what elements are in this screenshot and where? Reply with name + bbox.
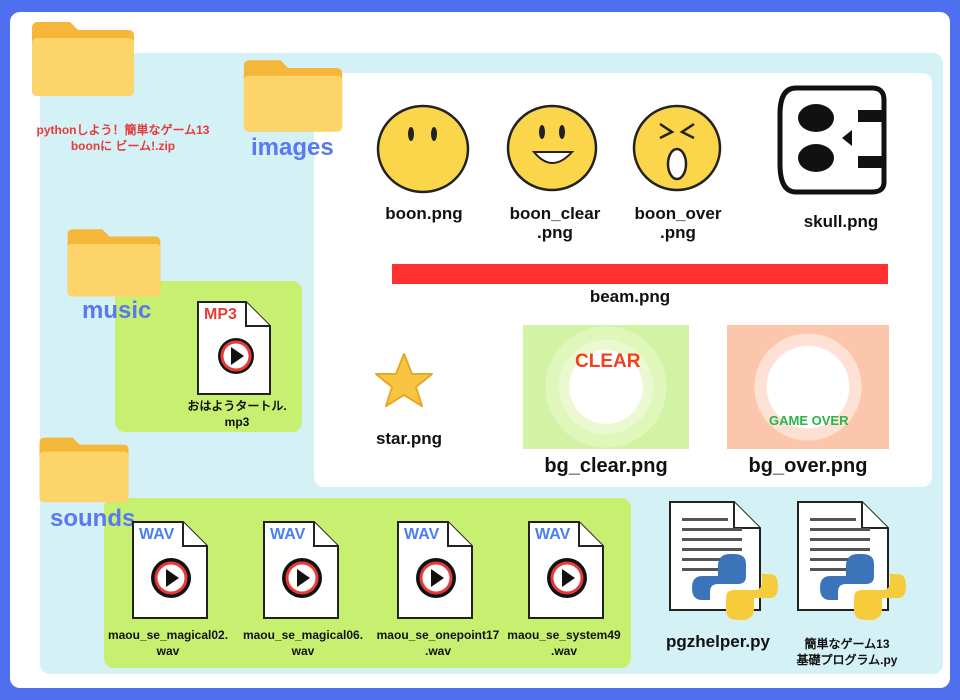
python-filename[interactable]: pgzhelper.py (666, 632, 770, 651)
beam-image[interactable] (392, 264, 888, 284)
wav-file-icon[interactable]: WAV (527, 520, 605, 625)
mp3-file-icon[interactable]: MP3 (196, 300, 272, 401)
wav-filename[interactable]: maou_se_magical06. wav (242, 628, 364, 658)
bg-over-filename[interactable]: bg_over.png (748, 455, 868, 477)
bg-over-text: GAME OVER (769, 413, 849, 428)
wav-badge: WAV (535, 526, 571, 543)
images-folder-label[interactable]: images (251, 134, 334, 161)
wav-file-icon[interactable]: WAV (262, 520, 340, 625)
boon-over-face-icon[interactable] (632, 104, 722, 197)
bg-clear-image[interactable]: CLEAR (523, 325, 689, 449)
wav-file-icon[interactable]: WAV (396, 520, 474, 625)
skull-icon[interactable] (776, 84, 888, 201)
mp3-filename[interactable]: おはようタートル. mp3 (187, 399, 287, 429)
images-folder-icon[interactable] (240, 54, 346, 141)
wav-badge: WAV (139, 526, 175, 543)
sounds-folder-label[interactable]: sounds (50, 505, 136, 532)
python-file-icon[interactable] (796, 500, 908, 627)
sounds-folder-icon[interactable] (36, 428, 132, 515)
boon-filename[interactable]: boon.png (385, 204, 463, 223)
wav-file-icon[interactable]: WAV (131, 520, 209, 625)
wav-filename[interactable]: maou_se_onepoint17 .wav (376, 628, 500, 658)
boon-clear-face-icon[interactable] (506, 104, 598, 197)
star-filename[interactable]: star.png (375, 429, 443, 448)
boon-face-icon[interactable] (376, 104, 470, 199)
boon-clear-filename[interactable]: boon_clear .png (509, 204, 601, 242)
bg-clear-filename[interactable]: bg_clear.png (544, 455, 668, 477)
wav-badge: WAV (270, 526, 306, 543)
python-file-icon[interactable] (668, 500, 780, 627)
boon-over-filename[interactable]: boon_over .png (634, 204, 722, 242)
zip-filename[interactable]: pythonしよう！簡単なゲーム13 boonに ビーム!.zip (36, 123, 210, 153)
wav-badge: WAV (404, 526, 440, 543)
wav-filename[interactable]: maou_se_system49 .wav (507, 628, 621, 658)
mp3-badge: MP3 (204, 306, 237, 323)
zip-folder-icon[interactable] (28, 18, 138, 103)
bg-over-image[interactable]: GAME OVER (727, 325, 889, 449)
bg-clear-text: CLEAR (575, 351, 641, 372)
star-icon[interactable] (372, 350, 436, 415)
wav-filename[interactable]: maou_se_magical02. wav (107, 628, 229, 658)
music-folder-icon[interactable] (64, 222, 164, 307)
beam-filename[interactable]: beam.png (589, 287, 671, 306)
music-folder-label[interactable]: music (82, 297, 152, 324)
python-filename[interactable]: 簡単なゲーム13 基礎プログラム.py (796, 637, 898, 667)
skull-filename[interactable]: skull.png (803, 212, 879, 231)
